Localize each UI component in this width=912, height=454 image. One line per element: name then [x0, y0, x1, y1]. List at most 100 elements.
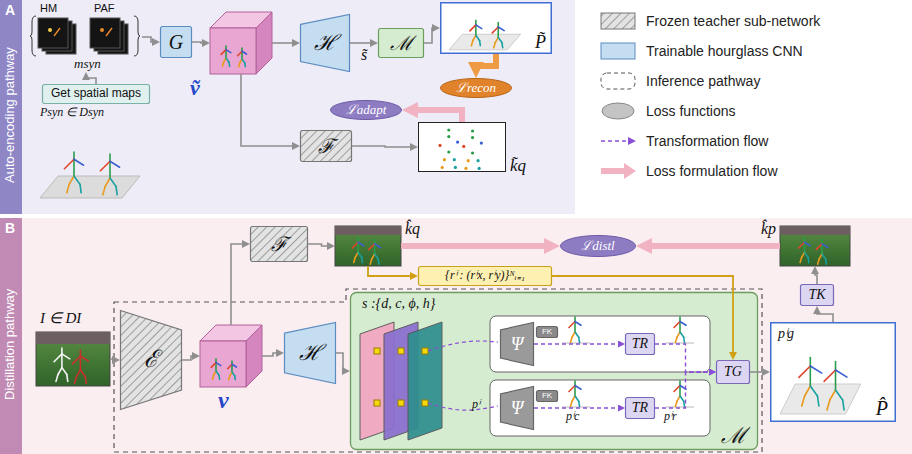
root-marker: [422, 400, 428, 406]
node-label: {rⁱ : (rⁱx, rⁱy)}ᴺᵢ₌₁: [445, 269, 525, 283]
skeleton-limb: [578, 401, 580, 406]
pose-output: P̃: [440, 2, 552, 54]
skeleton-limb: [476, 25, 482, 29]
connector: [308, 244, 330, 246]
skeleton-limb: [805, 386, 811, 396]
connector: [412, 110, 462, 122]
map-stack: HMPAFmsyn: [30, 2, 142, 72]
skeleton-limb: [226, 50, 231, 53]
skeleton-limb: [211, 363, 216, 368]
skeleton-limb: [216, 363, 221, 366]
legend-text: Inference pathway: [646, 73, 760, 89]
keypoint-map: k̃q: [418, 122, 506, 172]
node-label: FK: [542, 391, 552, 400]
node-label: FK: [542, 327, 552, 336]
math-label: Psyn ∈ Dsyn: [40, 106, 104, 120]
skeleton-limb: [54, 354, 62, 362]
skeleton-limb: [836, 390, 843, 400]
node-label: v: [218, 387, 229, 415]
skeleton-limb: [805, 242, 811, 246]
legend-arrowhead: [628, 137, 636, 145]
keypoint-dot: [476, 159, 479, 162]
connector: [192, 42, 205, 43]
ellipse-outline: [561, 236, 636, 257]
legend-swatch: [598, 10, 638, 32]
keypoint-image: k̂q: [335, 226, 401, 266]
trapezoid-outline: [285, 323, 336, 384]
trapezoid-outline: [301, 15, 350, 72]
skeleton-limb: [69, 176, 74, 184]
legend-row: Inference pathway: [598, 66, 820, 96]
skeleton-limb: [238, 51, 242, 55]
skeleton-limb: [61, 354, 63, 368]
network-box: G: [160, 26, 192, 58]
keypoint-dot: [441, 166, 444, 169]
node-label: TR: [632, 400, 648, 416]
skeleton-limb: [221, 50, 226, 55]
teacher-box: ℱ: [250, 226, 308, 262]
box-outline: [537, 391, 558, 402]
skeleton-limb: [571, 337, 573, 342]
legend-swatch: [598, 100, 638, 122]
skeleton-limb: [476, 35, 480, 40]
skeleton-limb: [369, 244, 375, 250]
skeleton-limb: [62, 368, 67, 375]
legend-swatch: [598, 40, 638, 62]
scene-frame: [441, 3, 552, 54]
transformation-flow: [428, 403, 498, 410]
root-marker: [374, 348, 380, 354]
module-box: ℳ: [378, 28, 424, 58]
skeleton-limb: [835, 370, 837, 390]
keypoint-image: k̂p: [780, 226, 850, 266]
legend-row: Loss functions: [598, 96, 820, 126]
skeleton-limb: [807, 257, 809, 262]
node-label: ṽ: [190, 75, 200, 100]
feature-volume: ṽ: [210, 12, 272, 74]
skeleton-limb: [358, 252, 362, 257]
skeleton-limb: [572, 332, 575, 337]
fk-tag: FK: [536, 390, 558, 402]
skeleton-limb: [677, 396, 680, 401]
skeleton-limb: [110, 178, 116, 186]
connector: [655, 372, 712, 408]
skeleton-limb: [473, 35, 476, 40]
legend-sample: [602, 103, 634, 119]
photo-crowd: [36, 332, 110, 344]
keypoint-dot: [471, 151, 474, 154]
skeleton-limb: [827, 400, 830, 410]
shape-outline: [350, 292, 758, 450]
pathway-panel: I ∈ DIℰvℋℱk̂qℒdistlk̂pTKpⁱgP̂{rⁱ : (rⁱx,…: [0, 218, 912, 454]
node-label: Ψ: [511, 334, 524, 355]
node-label: Auto-encoding pathway: [3, 22, 18, 208]
skeleton-limb: [677, 332, 680, 337]
skeleton-limb: [835, 361, 837, 370]
skeleton-limb: [494, 43, 495, 48]
connector: [182, 356, 195, 360]
connector: [350, 42, 373, 44]
skeleton-limb: [569, 386, 575, 392]
skeleton-limb: [61, 348, 63, 354]
skeleton-limb: [799, 242, 805, 248]
box-outline: [537, 327, 558, 338]
legend-text: Loss functions: [646, 103, 736, 119]
skeleton-limb: [571, 401, 573, 406]
keypoint-dot: [471, 136, 474, 139]
skeleton-limb: [572, 396, 575, 401]
node-label: k̃q: [510, 156, 526, 176]
fk-tag: FK: [536, 326, 558, 338]
keypoint-dot: [464, 167, 467, 170]
shape-outline: [210, 12, 272, 74]
legend-row: Frozen teacher sub-network: [598, 6, 820, 36]
skeleton-limb: [479, 40, 481, 45]
skeleton-limb: [80, 184, 81, 192]
root-marker: [398, 348, 404, 354]
skeleton-limb: [843, 400, 844, 410]
box-outline: [717, 361, 750, 384]
shape-outline: [36, 332, 110, 386]
ground-plane: [780, 384, 861, 414]
root-set-box: {rⁱ : (rⁱx, rⁱy)}ᴺᵢ₌₁: [418, 266, 552, 286]
skeleton-limb: [352, 242, 358, 248]
heatmap-spot: [100, 28, 104, 32]
pose-output: pⁱgP̂: [770, 322, 896, 422]
